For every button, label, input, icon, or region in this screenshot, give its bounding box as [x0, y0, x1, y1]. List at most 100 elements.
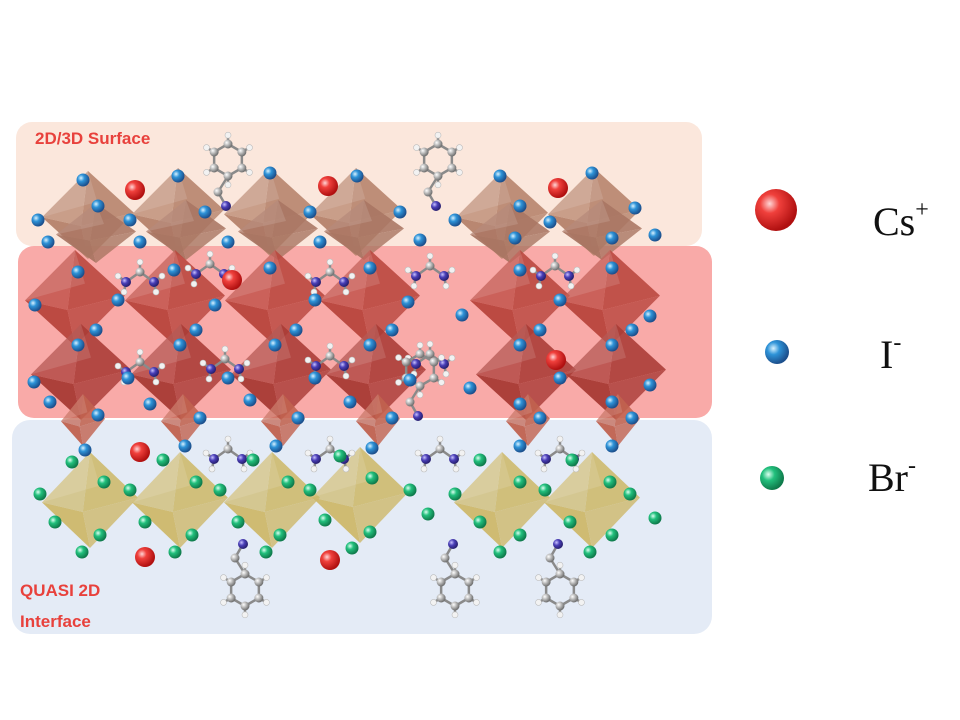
bromide-atom: [281, 475, 295, 489]
bromide-atom: [123, 483, 137, 497]
halide-atoms-group: [27, 166, 662, 570]
iodide-atom: [448, 213, 462, 227]
bromide-atom: [259, 545, 273, 559]
iodide-atom: [76, 173, 90, 187]
formamidinium-molecule: [114, 258, 166, 296]
iodide-atom: [533, 411, 547, 425]
bulk-octahedron: [326, 324, 426, 420]
iodide-atom: [628, 201, 642, 215]
bromide-atom: [363, 525, 377, 539]
iodide-atom: [463, 381, 477, 395]
bulk-octahedron: [25, 250, 125, 346]
legend-i-charge: -: [893, 330, 902, 356]
bottom-band-label-line2: Interface: [20, 612, 91, 631]
iodide-atom: [393, 205, 407, 219]
iodide-atom: [111, 293, 125, 307]
iodide-atom: [143, 397, 157, 411]
benzylammonium-molecule: [535, 539, 585, 619]
bromide-atom: [403, 483, 417, 497]
bulk-octahedron: [31, 324, 131, 420]
iodide-atom: [121, 371, 135, 385]
bromide-atom: [273, 528, 287, 542]
iodide-atom: [193, 411, 207, 425]
iodide-atom: [350, 169, 364, 183]
iodide-atom: [71, 265, 85, 279]
iodide-atom: [508, 231, 522, 245]
bromide-atom: [231, 515, 245, 529]
iodide-atom: [167, 263, 181, 277]
bulk-octahedron: [61, 394, 105, 446]
bromide-atom: [168, 545, 182, 559]
bromide-atom: [603, 475, 617, 489]
formamidinium-molecule: [404, 252, 456, 290]
bromide-atom: [333, 449, 347, 463]
legend-cs-label: Cs+: [873, 197, 929, 245]
bromide-atom: [97, 475, 111, 489]
surface-octahedron: [146, 200, 226, 260]
iodide-atom: [178, 439, 192, 453]
legend-br-charge: -: [908, 453, 916, 479]
benzylammonium-molecule: [220, 539, 270, 619]
formamidinium-molecule: [304, 435, 356, 473]
bulk-octahedron: [560, 250, 660, 346]
iodide-atom: [291, 411, 305, 425]
iodide-atom: [401, 295, 415, 309]
bromide-atom: [563, 515, 577, 529]
iodide-atom: [413, 233, 427, 247]
iodide-atom: [171, 169, 185, 183]
bromide-atom: [246, 453, 260, 467]
iodide-atom: [43, 395, 57, 409]
iodide-atom: [648, 228, 662, 242]
iodide-atom: [133, 235, 147, 249]
iodide-atom: [513, 338, 527, 352]
legend-i-symbol: I: [880, 332, 894, 377]
surface-octahedron: [56, 203, 136, 263]
cs-atom: [125, 180, 145, 200]
iodide-atom: [243, 393, 257, 407]
bromide-atom: [421, 507, 435, 521]
bromide-atom: [138, 515, 152, 529]
iodide-atom: [289, 323, 303, 337]
iodide-atom: [41, 235, 55, 249]
legend-cs-symbol: Cs: [873, 199, 916, 244]
iodide-atom: [455, 308, 469, 322]
formamidinium-molecule: [529, 252, 581, 290]
surface-octahedron: [562, 200, 642, 260]
iodide-atom: [27, 375, 41, 389]
bulk-octahedron: [356, 394, 400, 446]
bromide-atom: [75, 545, 89, 559]
iodide-atom: [198, 205, 212, 219]
bromide-atom: [303, 483, 317, 497]
bromide-atom: [565, 453, 579, 467]
cs-atom: [318, 176, 338, 196]
legend-br-symbol: Br: [868, 455, 908, 500]
iodide-atom: [513, 439, 527, 453]
cs-atom: [320, 550, 340, 570]
bromide-atom: [213, 483, 227, 497]
bottom-band-label-line1: QUASI 2D: [20, 581, 101, 600]
iodide-atom: [268, 338, 282, 352]
bulk-octahedron: [470, 250, 570, 346]
legend-br-marker: [760, 466, 784, 490]
bromide-atom: [33, 487, 47, 501]
iodide-atom: [403, 373, 417, 387]
iodide-atom: [533, 323, 547, 337]
bromide-atom: [189, 475, 203, 489]
iodide-atom: [625, 411, 639, 425]
cs-atom: [546, 350, 566, 370]
iodide-atom: [625, 323, 639, 337]
iodide-atom: [513, 397, 527, 411]
surface-octahedron: [238, 200, 318, 260]
iodide-atom: [269, 439, 283, 453]
iodide-atom: [263, 261, 277, 275]
iodide-atom: [263, 166, 277, 180]
bromide-atom: [605, 528, 619, 542]
iodide-atom: [221, 371, 235, 385]
bromide-atom: [48, 515, 62, 529]
iodide-atom: [553, 371, 567, 385]
bromide-atom: [345, 541, 359, 555]
iodide-atom: [605, 338, 619, 352]
iodide-atom: [385, 323, 399, 337]
iodide-atom: [513, 199, 527, 213]
